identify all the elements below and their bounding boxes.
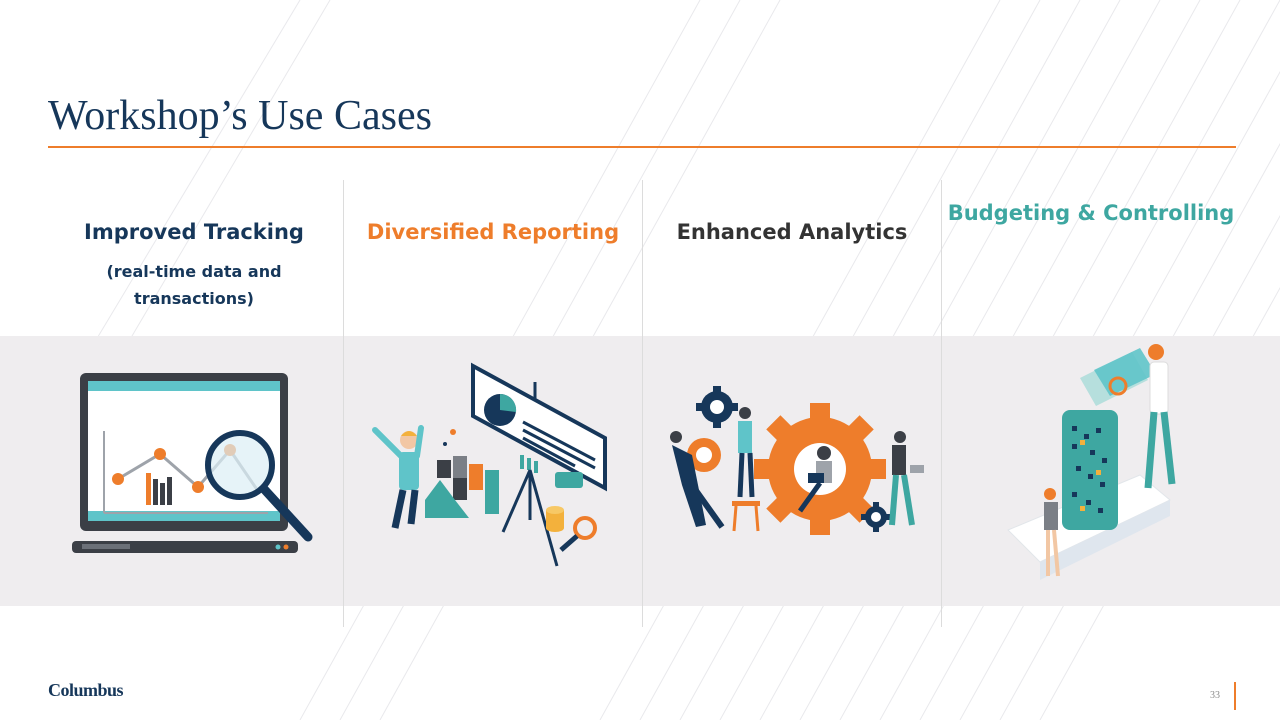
slide-title: Workshop’s Use Cases [48, 93, 432, 139]
heading-diversified-reporting: Diversified Reporting [366, 220, 620, 244]
presentation-board-illustration [372, 362, 607, 567]
title-underline [48, 146, 1236, 148]
laptop-analytics-illustration [72, 373, 313, 553]
subheading-improved-tracking: (real-time data and transactions) [106, 262, 282, 308]
column-divider [343, 180, 344, 627]
team-gears-illustration [670, 386, 924, 535]
heading-enhanced-analytics: Enhanced Analytics [676, 220, 908, 244]
heading-improved-tracking: Improved Tracking [84, 220, 304, 244]
phone-dashboard-illustration [1007, 344, 1176, 580]
column-divider [941, 180, 942, 627]
page-number: 33 [1210, 690, 1220, 701]
heading-budgeting-controlling: Budgeting & Controlling [947, 201, 1235, 225]
columbus-logo: Columbus [48, 680, 124, 700]
page-number-accent-bar [1234, 682, 1236, 710]
column-divider [642, 180, 643, 627]
